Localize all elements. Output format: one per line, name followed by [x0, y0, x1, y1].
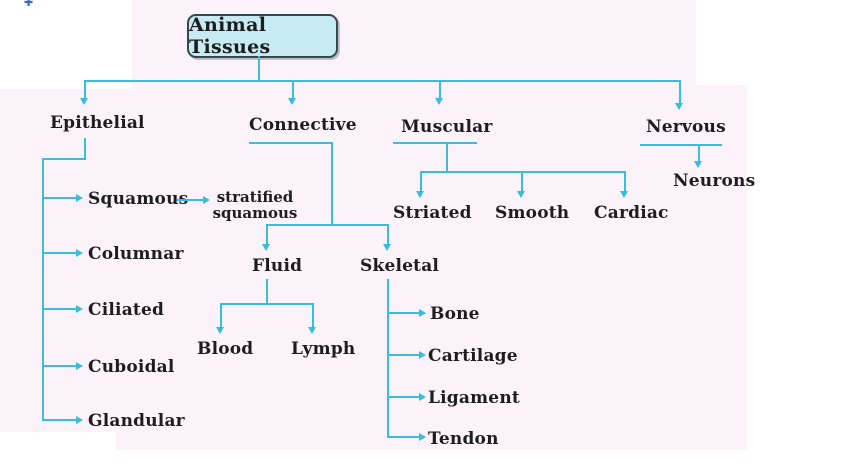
connector-muscular-bracket [393, 142, 477, 144]
node-connective: Connective [249, 115, 357, 135]
node-stratified-squamous: stratified squamous [212, 188, 298, 222]
connector-epithelial-trunk [42, 158, 44, 421]
connector-drop-lymph [312, 303, 314, 327]
connector-nervous-bracket [640, 144, 722, 146]
connector-drop-blood [220, 303, 222, 327]
arrowhead-down-epithelial [80, 98, 88, 105]
scan-white-patch-bottom-left [0, 432, 116, 463]
connector-branch-columnar [42, 252, 76, 254]
connector-main-horizontal [85, 80, 681, 82]
node-bone: Bone [430, 304, 480, 324]
node-lymph: Lymph [291, 339, 356, 359]
node-cartilage: Cartilage [428, 346, 518, 366]
scan-artifact-cross-icon: ✚ [24, 0, 34, 9]
arrowhead-down-muscular [435, 98, 443, 105]
connector-branch-bone [389, 312, 421, 314]
connector-branch-cartilage [389, 354, 421, 356]
arrowhead-right-bone [419, 309, 426, 317]
connector-muscular-stem [446, 142, 448, 173]
connector-epithelial-stem [84, 138, 86, 159]
node-neurons: Neurons [673, 171, 756, 191]
node-fluid: Fluid [252, 256, 303, 276]
node-smooth: Smooth [495, 203, 570, 223]
scan-white-patch-top-left [0, 0, 132, 89]
connector-branch-cuboidal [42, 365, 76, 367]
arrowhead-down-nervous [675, 103, 683, 110]
connector-drop-muscular [439, 80, 441, 98]
node-glandular: Glandular [88, 411, 185, 431]
arrowhead-down-cardiac [620, 191, 628, 198]
arrowhead-right-cartilage [419, 351, 426, 359]
node-skeletal: Skeletal [360, 256, 440, 276]
connector-squamous-to-stratified [177, 199, 203, 201]
connector-drop-skeletal [387, 224, 389, 244]
root-node-label: Animal Tissues [189, 14, 271, 58]
connector-epithelial-corner [42, 158, 86, 160]
connector-branch-ligament [389, 396, 421, 398]
node-squamous: Squamous [88, 189, 189, 209]
node-cuboidal: Cuboidal [88, 357, 175, 377]
connector-branch-glandular [42, 419, 76, 421]
connector-skeletal-trunk [387, 279, 389, 438]
connector-connective-stem [331, 142, 333, 226]
arrowhead-right-cuboidal [76, 362, 83, 370]
connector-connective-horizontal [266, 224, 389, 226]
scan-white-patch-top-right [696, 0, 854, 85]
connector-drop-neurons [698, 144, 700, 161]
node-tendon: Tendon [428, 429, 499, 449]
arrowhead-down-striated [416, 191, 424, 198]
arrowhead-right-ciliated [76, 305, 83, 313]
connector-drop-striated [420, 171, 422, 191]
node-cardiac: Cardiac [594, 203, 669, 223]
connector-branch-squamous [42, 197, 76, 199]
connector-drop-smooth [521, 171, 523, 191]
node-nervous: Nervous [646, 117, 726, 137]
node-striated: Striated [393, 203, 472, 223]
arrowhead-right-stratified [203, 196, 210, 204]
arrowhead-right-ligament [419, 393, 426, 401]
node-epithelial: Epithelial [50, 113, 145, 133]
connector-branch-ciliated [42, 308, 76, 310]
node-columnar: Columnar [88, 244, 184, 264]
node-ciliated: Ciliated [88, 300, 165, 320]
connector-drop-fluid [266, 224, 268, 244]
connector-drop-epithelial [84, 80, 86, 98]
arrowhead-down-lymph [308, 327, 316, 334]
connector-drop-cardiac [624, 171, 626, 191]
arrowhead-right-columnar [76, 249, 83, 257]
root-node-animal-tissues: Animal Tissues [187, 14, 338, 58]
connector-connective-bracket [249, 142, 333, 144]
node-ligament: Ligament [428, 388, 520, 408]
connector-fluid-stem [266, 279, 268, 305]
node-blood: Blood [197, 339, 254, 359]
node-muscular: Muscular [401, 117, 493, 137]
connector-root-stem [258, 56, 260, 81]
connector-fluid-horizontal [221, 303, 314, 305]
arrowhead-right-tendon [419, 433, 426, 441]
connector-muscular-horizontal [420, 171, 626, 173]
connector-drop-connective [292, 80, 294, 98]
arrowhead-down-smooth [517, 191, 525, 198]
arrowhead-right-squamous [76, 194, 83, 202]
arrowhead-down-neurons [694, 161, 702, 168]
arrowhead-down-connective [288, 98, 296, 105]
arrowhead-right-glandular [76, 416, 83, 424]
arrowhead-down-skeletal [383, 244, 391, 251]
connector-drop-nervous [679, 80, 681, 103]
arrowhead-down-fluid [262, 244, 270, 251]
arrowhead-down-blood [216, 327, 224, 334]
connector-branch-tendon [389, 436, 421, 438]
